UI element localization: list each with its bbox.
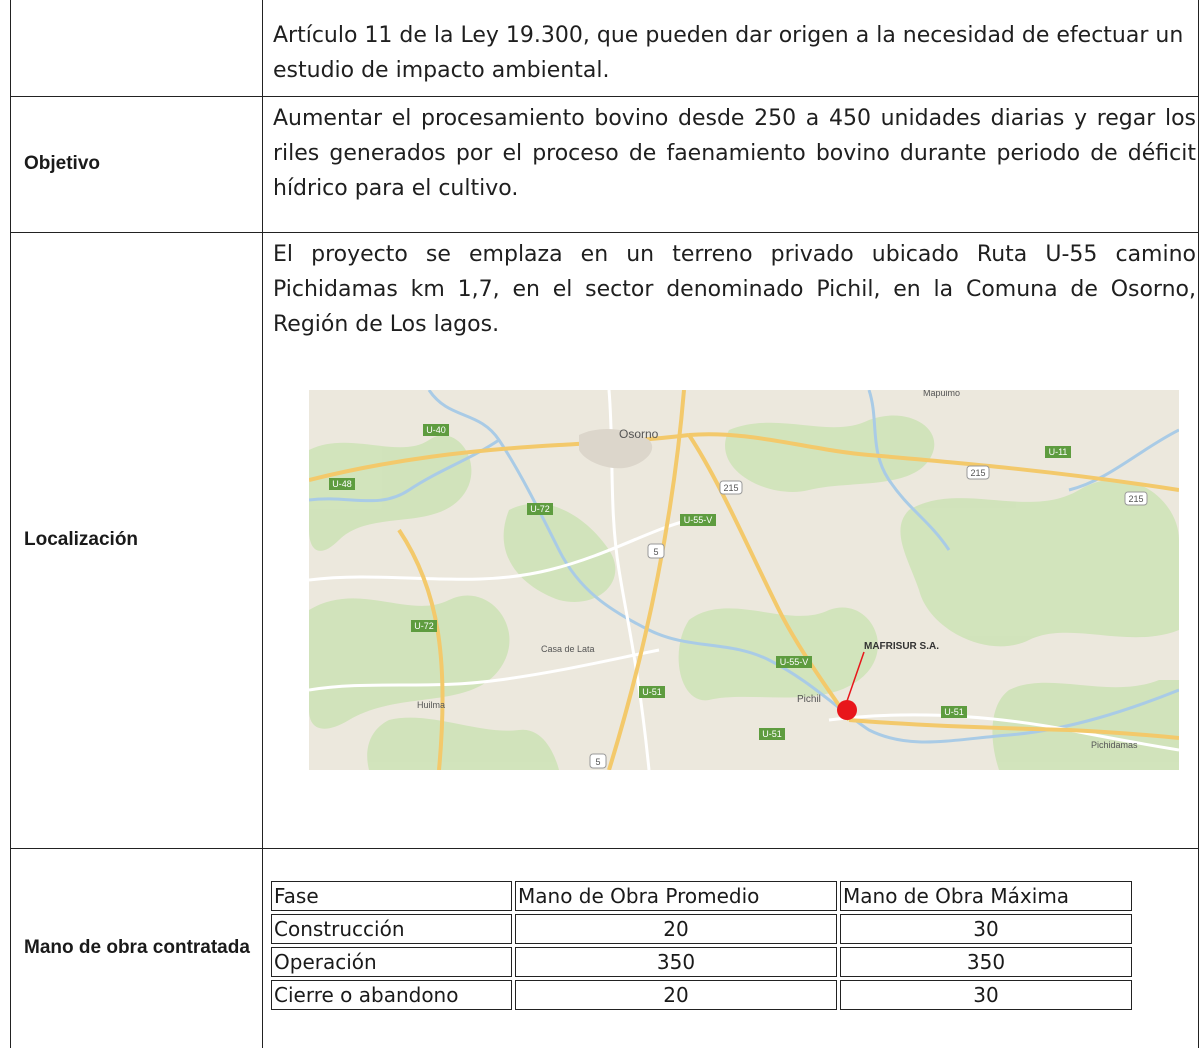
objetivo-label: Objetivo <box>10 95 263 233</box>
shield-u55v-a: U-55-V <box>684 515 713 525</box>
project-summary-table: Artículo 11 de la Ley 19.300, que pueden… <box>10 0 1199 1048</box>
marker-label: MAFRISUR S.A. <box>864 641 939 652</box>
shield-215-c: 215 <box>1128 494 1143 504</box>
workforce-table: Fase Mano de Obra Promedio Mano de Obra … <box>268 878 1135 1013</box>
maxima-cell: 30 <box>840 914 1132 944</box>
shield-u48: U-48 <box>332 479 352 489</box>
row-article: Artículo 11 de la Ley 19.300, que pueden… <box>10 0 1199 97</box>
fase-cell: Construcción <box>271 914 512 944</box>
shield-u40: U-40 <box>426 425 446 435</box>
row-localizacion: Localización El proyecto se emplaza en u… <box>10 231 1199 849</box>
shield-u72-b: U-72 <box>414 621 434 631</box>
shield-u11: U-11 <box>1049 447 1068 457</box>
shield-5-b: 5 <box>595 757 600 767</box>
promedio-cell: 20 <box>515 980 837 1010</box>
shield-u51-a: U-51 <box>642 687 662 697</box>
place-pichidamas: Pichidamas <box>1091 740 1138 750</box>
header-fase: Fase <box>271 881 512 911</box>
shield-u55v-b: U-55-V <box>780 657 809 667</box>
fase-cell: Operación <box>271 947 512 977</box>
header-promedio: Mano de Obra Promedio <box>515 881 837 911</box>
location-map: U-40 U-48 U-72 U-72 U-55-V U-55-V U-51 U… <box>309 389 1179 770</box>
table-row: Construcción 20 30 <box>271 914 1132 944</box>
shield-u51-b: U-51 <box>762 729 782 739</box>
localizacion-text: El proyecto se emplaza en un terreno pri… <box>273 241 1196 337</box>
place-osorno: Osorno <box>619 427 659 441</box>
place-casa-de-lata: Casa de Lata <box>541 644 595 654</box>
map-graphic: U-40 U-48 U-72 U-72 U-55-V U-55-V U-51 U… <box>309 389 1179 770</box>
promedio-cell: 20 <box>515 914 837 944</box>
localizacion-label: Localización <box>10 231 263 849</box>
place-pichil: Pichil <box>797 694 821 705</box>
maxima-cell: 30 <box>840 980 1132 1010</box>
row-objetivo: Objetivo Aumentar el procesamiento bovin… <box>10 95 1199 233</box>
table-row: Operación 350 350 <box>271 947 1132 977</box>
row-label <box>10 0 263 97</box>
place-mapuimo: Mapuimo <box>923 390 960 398</box>
shield-215-b: 215 <box>970 468 985 478</box>
marker-pointer-line <box>845 651 865 704</box>
mano-de-obra-label: Mano de obra contratada <box>10 847 263 1048</box>
shield-215-a: 215 <box>723 483 738 493</box>
objetivo-text: Aumentar el procesamiento bovino desde 2… <box>262 95 1199 233</box>
localizacion-cell: El proyecto se emplaza en un terreno pri… <box>262 231 1199 849</box>
shield-u72-a: U-72 <box>530 504 550 514</box>
workforce-header-row: Fase Mano de Obra Promedio Mano de Obra … <box>271 881 1132 911</box>
article-text: Artículo 11 de la Ley 19.300, que pueden… <box>262 0 1199 97</box>
table-row: Cierre o abandono 20 30 <box>271 980 1132 1010</box>
marker-icon <box>837 699 857 720</box>
shield-5-a: 5 <box>653 547 658 557</box>
fase-cell: Cierre o abandono <box>271 980 512 1010</box>
maxima-cell: 350 <box>840 947 1132 977</box>
place-huilma: Huilma <box>417 700 445 710</box>
promedio-cell: 350 <box>515 947 837 977</box>
shield-u51-c: U-51 <box>944 707 964 717</box>
header-maxima: Mano de Obra Máxima <box>840 881 1132 911</box>
